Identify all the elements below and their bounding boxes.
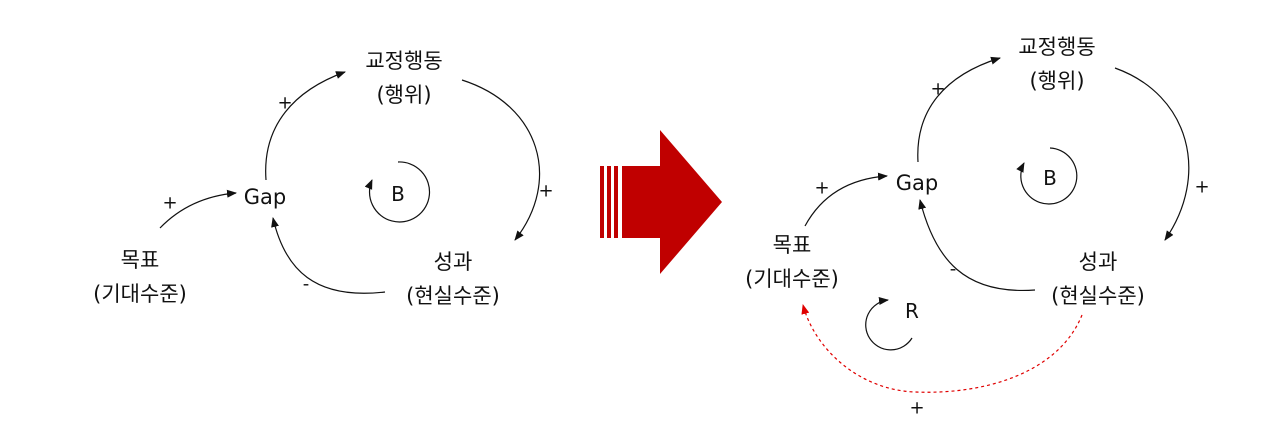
left-node-action: 교정행동 (행위) bbox=[365, 44, 442, 112]
right-node-performance-sub: (현실수준) bbox=[1051, 284, 1145, 308]
left-node-goal: 목표 (기대수준) bbox=[93, 243, 187, 311]
left-node-performance-name: 성과 bbox=[433, 250, 473, 274]
right-link-performance-to-gap bbox=[918, 199, 1036, 292]
right-link-performance-to-goal bbox=[801, 304, 1083, 393]
left-loop-label-b: B bbox=[391, 182, 405, 206]
left-sign-goal-to-gap: + bbox=[162, 192, 178, 214]
left-link-goal-to-gap bbox=[159, 189, 237, 229]
right-node-action-sub: (행위) bbox=[1029, 69, 1085, 93]
right-node-gap-name: Gap bbox=[895, 171, 939, 195]
left-node-goal-sub: (기대수준) bbox=[93, 282, 187, 306]
left-link-action-to-performance bbox=[461, 79, 541, 241]
left-sign-action-to-performance: + bbox=[538, 180, 554, 202]
right-node-goal-sub: (기대수준) bbox=[745, 267, 839, 291]
right-link-action-to-performance bbox=[1114, 67, 1190, 241]
left-loop-b-arrow bbox=[364, 161, 431, 223]
left-node-gap-name: Gap bbox=[243, 185, 287, 209]
left-link-performance-to-gap bbox=[271, 217, 386, 294]
right-node-goal: 목표 (기대수준) bbox=[745, 228, 839, 296]
right-loop-r-arrow bbox=[865, 297, 913, 351]
right-node-performance: 성과 (현실수준) bbox=[1051, 245, 1145, 313]
right-sign-action-to-performance: + bbox=[1194, 176, 1210, 198]
right-link-gap-to-action bbox=[917, 56, 1001, 163]
left-node-goal-name: 목표 bbox=[120, 248, 160, 272]
left-node-action-name: 교정행동 bbox=[365, 49, 443, 73]
left-link-gap-to-action bbox=[265, 71, 346, 181]
right-link-goal-to-gap bbox=[804, 172, 888, 227]
right-loop-b-arrow bbox=[1016, 147, 1078, 205]
left-node-action-sub: (행위) bbox=[376, 83, 432, 107]
right-sign-gap-to-action: + bbox=[930, 78, 946, 100]
right-node-action-name: 교정행동 bbox=[1018, 35, 1096, 59]
left-sign-gap-to-action: + bbox=[277, 92, 293, 114]
left-node-performance: 성과 (현실수준) bbox=[406, 245, 500, 313]
left-node-performance-sub: (현실수준) bbox=[406, 284, 500, 308]
left-node-gap: Gap bbox=[244, 180, 286, 214]
right-node-action: 교정행동 (행위) bbox=[1018, 30, 1095, 98]
right-loop-label-r: R bbox=[905, 299, 919, 323]
right-node-goal-name: 목표 bbox=[772, 233, 812, 257]
right-sign-performance-to-goal: + bbox=[909, 397, 925, 419]
right-sign-performance-to-gap: - bbox=[949, 258, 957, 280]
right-node-performance-name: 성과 bbox=[1078, 250, 1118, 274]
left-sign-performance-to-gap: - bbox=[302, 273, 310, 295]
right-node-gap: Gap bbox=[896, 166, 938, 200]
right-sign-goal-to-gap: + bbox=[814, 177, 830, 199]
transition-arrow-icon bbox=[600, 130, 722, 274]
right-loop-label-b: B bbox=[1043, 166, 1057, 190]
